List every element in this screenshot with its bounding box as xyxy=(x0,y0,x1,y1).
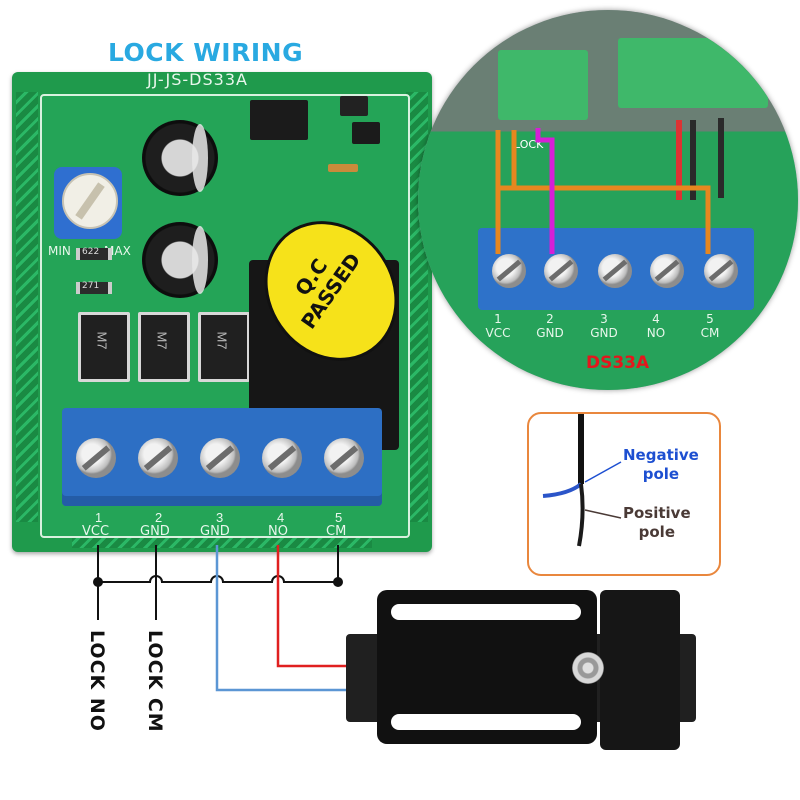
zoom-pin-number-5: 5 xyxy=(706,312,714,326)
zoom-inset: LOCK 1 2 3 4 5 VCC GND GND NO CM DS33A xyxy=(418,10,798,390)
zoom-pin-number-4: 4 xyxy=(652,312,660,326)
capacitor-2 xyxy=(142,222,218,298)
negative-pole-label: Negative pole xyxy=(623,446,699,483)
diode-3: M7 xyxy=(198,312,250,382)
negative-wire xyxy=(542,482,583,498)
zoom-screw-3 xyxy=(598,254,632,288)
pin-number-1: 1 xyxy=(95,510,103,525)
zoom-red-wire xyxy=(676,120,682,200)
zoom-pin-label-cm: CM xyxy=(700,326,720,340)
cable-illustration xyxy=(542,414,622,547)
screw-terminal-4 xyxy=(262,438,302,478)
zoom-black-wire xyxy=(690,120,696,200)
screw-terminal-3 xyxy=(200,438,240,478)
zoom-pin-number-1: 1 xyxy=(494,312,502,326)
zoom-black-wire-2 xyxy=(718,118,724,198)
small-diode xyxy=(328,164,358,172)
pin-label-gnd-2: GND xyxy=(200,524,230,539)
zoom-pin-label-gnd-1: GND xyxy=(536,326,564,340)
resistor-1-label: 622 xyxy=(82,247,100,257)
zoom-orange-wire xyxy=(495,130,711,254)
potentiometer xyxy=(54,167,122,239)
pin-number-5: 5 xyxy=(335,510,343,525)
zoom-pin-number-3: 3 xyxy=(600,312,608,326)
capacitor-1 xyxy=(142,120,218,196)
pin-number-2: 2 xyxy=(155,510,163,525)
pin-label-vcc: VCC xyxy=(82,524,110,539)
negative-pointer xyxy=(584,461,622,483)
ic-chip xyxy=(250,100,308,140)
pot-min-label: MIN xyxy=(48,244,71,258)
lock-no-label: LOCK NO xyxy=(86,630,108,732)
zoom-pin-label-vcc: VCC xyxy=(485,326,511,340)
positive-pole-label: Positive pole xyxy=(623,504,691,541)
smd-component xyxy=(340,96,368,116)
lock-cylinder-icon xyxy=(572,652,604,684)
transistor xyxy=(352,122,380,144)
zoom-terminal-block xyxy=(478,228,754,310)
zoom-screw-2 xyxy=(544,254,578,288)
screw-terminal-2 xyxy=(138,438,178,478)
pin-label-cm: CM xyxy=(326,524,347,539)
junction-cm xyxy=(333,577,343,587)
resistor-2-label: 271 xyxy=(82,281,100,291)
polarity-callout: Negative pole Positive pole xyxy=(527,412,721,576)
pin-number-3: 3 xyxy=(216,510,224,525)
zoom-wires xyxy=(495,128,711,254)
diagram-title: LOCK WIRING xyxy=(108,38,304,67)
zoom-pin-label-no: NO xyxy=(646,326,666,340)
zoom-pin-label-gnd-2: GND xyxy=(590,326,618,340)
diode-2: M7 xyxy=(138,312,190,382)
lock-keeper xyxy=(600,590,680,750)
zoom-pin-number-2: 2 xyxy=(546,312,554,326)
zoom-magenta-wire xyxy=(535,128,555,254)
pin-label-gnd-1: GND xyxy=(140,524,170,539)
mount-slot-top xyxy=(391,604,581,620)
screw-terminal-5 xyxy=(324,438,364,478)
resistor-2 xyxy=(76,282,112,294)
red-wire xyxy=(276,545,360,668)
zoom-screw-4 xyxy=(650,254,684,288)
zoom-top-terminal-right xyxy=(618,38,768,108)
board-hatching-left xyxy=(16,92,38,522)
resistor-1 xyxy=(76,248,112,260)
pin-label-no: NO xyxy=(268,524,288,539)
pin-number-4: 4 xyxy=(277,510,285,525)
lock-cm-label: LOCK CM xyxy=(144,630,166,733)
terminal-block xyxy=(62,408,382,506)
positive-pointer xyxy=(584,509,622,519)
positive-wire xyxy=(577,483,585,547)
board-model-label: JJ-JS-DS33A xyxy=(147,72,248,89)
lock-mounting-plate xyxy=(377,590,597,744)
blue-wire xyxy=(215,545,360,692)
diode-1: M7 xyxy=(78,312,130,382)
zoom-screw-5 xyxy=(704,254,738,288)
zoom-model-label: DS33A xyxy=(586,353,650,373)
mount-slot-bottom xyxy=(391,714,581,730)
screw-terminal-1 xyxy=(76,438,116,478)
zoom-screw-1 xyxy=(492,254,526,288)
zoom-top-terminal-left xyxy=(498,50,588,120)
